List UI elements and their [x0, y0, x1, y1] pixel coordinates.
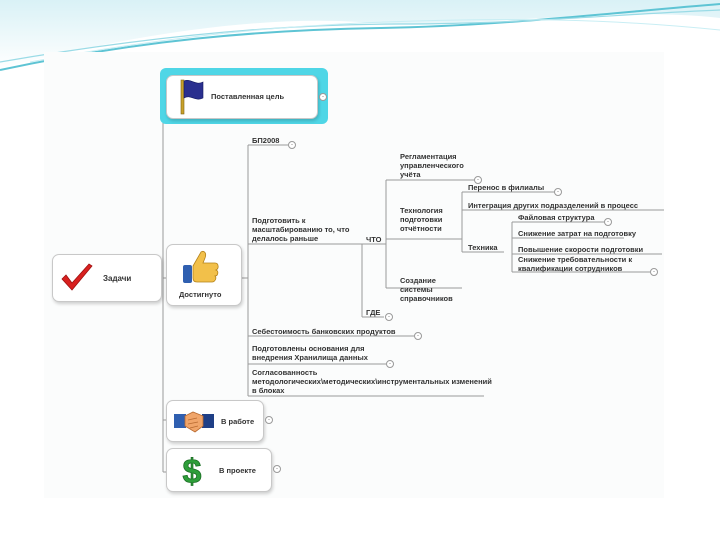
item-integration[interactable]: Интеграция других подразделений в процес…: [468, 201, 639, 210]
item-technique[interactable]: Техника: [468, 243, 498, 252]
svg-text:$: $: [183, 453, 202, 489]
in-progress-node[interactable]: В работе -: [166, 400, 273, 442]
collapse-toggle[interactable]: -: [474, 176, 482, 184]
goal-node[interactable]: Поставленная цель -: [166, 75, 327, 119]
blue-flag-icon: [180, 79, 204, 115]
in-project-label: В проекте: [219, 466, 256, 475]
collapse-toggle[interactable]: -: [650, 268, 658, 276]
collapse-toggle[interactable]: -: [385, 313, 393, 321]
collapse-toggle[interactable]: -: [554, 188, 562, 196]
item-data-warehouse-basis[interactable]: Подготовлены основания для внедрения Хра…: [252, 344, 368, 362]
collapse-toggle[interactable]: -: [414, 332, 422, 340]
mind-map-canvas: Задачи Поставленная цель - Достигнуто В …: [44, 52, 664, 498]
thumbs-up-icon: [183, 250, 219, 283]
dollar-icon: $: [182, 453, 202, 489]
collapse-toggle[interactable]: -: [288, 141, 296, 149]
collapse-toggle[interactable]: -: [604, 218, 612, 226]
item-changes-consistency[interactable]: Согласованность методологических\методич…: [252, 368, 492, 395]
in-progress-label: В работе: [221, 417, 255, 426]
root-label: Задачи: [103, 274, 132, 283]
item-regulation[interactable]: Регламентация управленческого учёта: [400, 152, 464, 179]
achieved-label: Достигнуто: [179, 290, 222, 299]
collapse-toggle[interactable]: -: [319, 93, 327, 101]
item-reporting-technology[interactable]: Технология подготовки отчётности: [400, 206, 443, 233]
item-file-structure[interactable]: Файловая структура: [518, 213, 595, 222]
item-what[interactable]: ЧТО: [366, 235, 382, 244]
item-cost-reduction[interactable]: Снижение затрат на подготовку: [518, 229, 636, 238]
collapse-toggle[interactable]: -: [273, 465, 281, 473]
achieved-node[interactable]: Достигнуто: [166, 244, 242, 306]
item-reference-system[interactable]: Создание системы справочников: [400, 276, 453, 303]
connector-lines: [162, 91, 664, 473]
root-node-tasks[interactable]: Задачи: [52, 254, 162, 302]
item-prepare-scaling[interactable]: Подготовить к масштабированию то, что де…: [252, 216, 350, 243]
item-bank-products-cost[interactable]: Себестоимость банковских продуктов: [252, 327, 396, 336]
collapse-toggle[interactable]: -: [386, 360, 394, 368]
item-transfer-branches[interactable]: Перенос в филиалы: [468, 183, 545, 192]
item-speed-increase[interactable]: Повышение скорости подготовки: [518, 245, 644, 254]
goal-label: Поставленная цель: [211, 92, 285, 101]
red-checkmark-icon: [61, 263, 93, 291]
in-project-node[interactable]: $ В проекте -: [166, 448, 281, 492]
handshake-icon: [174, 411, 214, 433]
item-bp2008[interactable]: БП2008: [252, 136, 280, 145]
item-qualification[interactable]: Снижение требовательности к квалификации…: [518, 255, 633, 273]
collapse-toggle[interactable]: -: [265, 416, 273, 424]
item-where[interactable]: ГДЕ: [366, 308, 381, 317]
